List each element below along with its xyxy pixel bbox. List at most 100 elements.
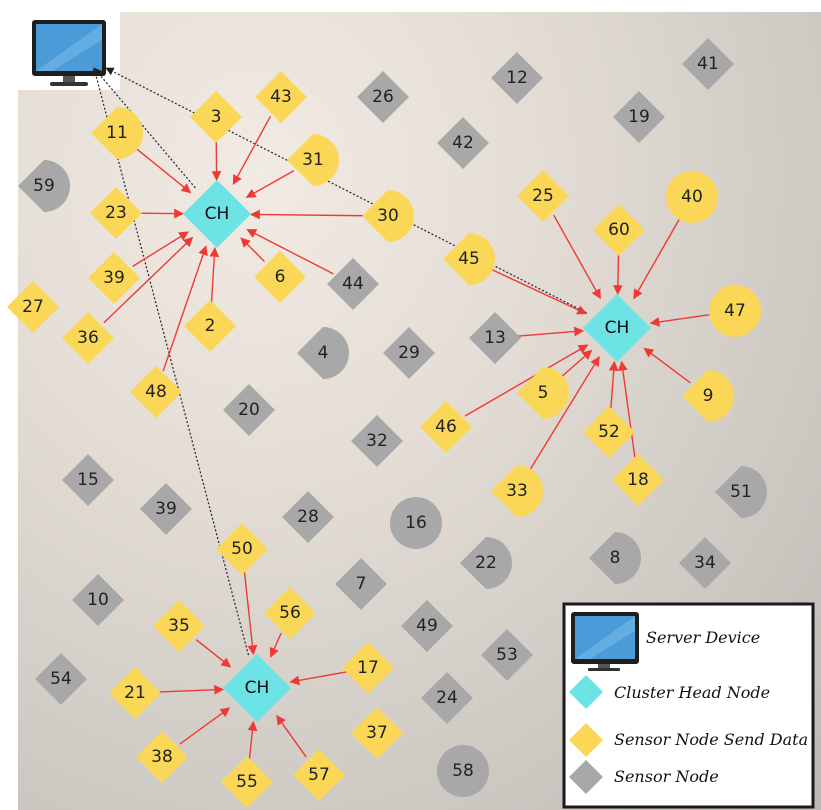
- node-label: 50: [231, 539, 253, 559]
- node-shape: [223, 384, 275, 436]
- node-shape: [589, 532, 641, 584]
- sensor-node-58: 58: [437, 745, 489, 797]
- node-label: 8: [610, 548, 621, 568]
- sending-node-17: 17: [342, 642, 394, 694]
- node-shape: [491, 52, 543, 104]
- node-shape: [357, 71, 409, 123]
- data-link-25: [553, 214, 601, 300]
- node-shape: [7, 281, 59, 333]
- node-shape: [491, 465, 543, 517]
- sending-node-37: 37: [351, 707, 403, 759]
- node-label: 37: [366, 723, 388, 743]
- node-label: 42: [452, 133, 474, 153]
- data-link-47: [649, 313, 714, 327]
- sensor-node-20: 20: [223, 384, 275, 436]
- cluster-head-shape: [183, 180, 251, 248]
- node-shape: [715, 466, 767, 518]
- node-label: 47: [724, 301, 746, 321]
- sending-node-21: 21: [109, 667, 161, 719]
- uplink-ch2: [105, 67, 587, 314]
- data-link-9: [643, 347, 691, 384]
- node-label: 45: [458, 249, 480, 269]
- server-device: [18, 12, 120, 90]
- node-shape: [216, 523, 268, 575]
- node-shape: [593, 204, 645, 256]
- node-label: 38: [151, 747, 173, 767]
- sending-node-9: 9: [682, 370, 734, 422]
- sensor-node-22: 22: [460, 537, 512, 589]
- node-shape: [264, 587, 316, 639]
- node-label: 2: [205, 316, 216, 336]
- node-circle: [390, 497, 442, 549]
- node-label: 21: [124, 683, 146, 703]
- sensor-node-15: 15: [62, 454, 114, 506]
- legend-monitor-icon: [568, 608, 640, 671]
- sensor-node-34: 34: [679, 537, 731, 589]
- node-label: 27: [22, 297, 44, 317]
- node-shape: [679, 537, 731, 589]
- node-label: 33: [506, 481, 528, 501]
- sensor-node-16: 16: [390, 497, 442, 549]
- node-shape: [184, 300, 236, 352]
- node-shape: [140, 483, 192, 535]
- sending-node-5: 5: [517, 367, 569, 419]
- node-shape: [351, 707, 403, 759]
- node-label: 51: [730, 482, 752, 502]
- data-link-60: [612, 251, 623, 295]
- data-link-56: [269, 632, 282, 658]
- node-shape: [682, 370, 734, 422]
- sending-node-36: 36: [62, 312, 114, 364]
- data-link-52: [608, 360, 619, 411]
- sensor-node-42: 42: [437, 117, 489, 169]
- sensor-node-12: 12: [491, 52, 543, 104]
- node-shape: [401, 600, 453, 652]
- node-shape: [62, 312, 114, 364]
- node-label: 41: [697, 54, 719, 74]
- node-label: 60: [608, 220, 630, 240]
- node-label: 54: [50, 669, 72, 689]
- sensor-node-10: 10: [72, 574, 124, 626]
- uplink-ch3: [91, 67, 250, 656]
- cluster-head-label: CH: [205, 204, 230, 224]
- node-label: 34: [694, 553, 716, 573]
- node-shape: [517, 170, 569, 222]
- data-link-50: [243, 570, 258, 656]
- node-shape: [443, 233, 495, 285]
- node-shape: [255, 71, 307, 123]
- node-label: 11: [106, 123, 128, 143]
- node-label: 23: [105, 203, 127, 223]
- data-link-2: [209, 246, 220, 305]
- node-label: 48: [145, 382, 167, 402]
- node-shape: [153, 600, 205, 652]
- node-label: 15: [77, 470, 99, 490]
- node-shape: [437, 117, 489, 169]
- node-label: 43: [270, 87, 292, 107]
- sensor-node-54: 54: [35, 653, 87, 705]
- node-shape: [612, 454, 664, 506]
- sending-node-23: 23: [90, 187, 142, 239]
- data-link-13: [516, 326, 585, 337]
- sensor-node-26: 26: [357, 71, 409, 123]
- sending-node-18: 18: [612, 454, 664, 506]
- sending-node-30: 30: [362, 190, 414, 242]
- node-label: 49: [416, 616, 438, 636]
- data-link-43: [232, 115, 272, 186]
- node-shape: [109, 667, 161, 719]
- node-shape: [460, 537, 512, 589]
- node-label: 56: [279, 603, 301, 623]
- node-label: 55: [236, 772, 258, 792]
- node-shape: [221, 756, 273, 808]
- node-shape: [91, 107, 143, 159]
- sending-node-33: 33: [491, 465, 543, 517]
- sending-node-40: 40: [666, 171, 718, 223]
- node-circle: [666, 171, 718, 223]
- sending-node-25: 25: [517, 170, 569, 222]
- sensor-node-53: 53: [481, 629, 533, 681]
- node-circle: [709, 285, 761, 337]
- node-shape: [287, 134, 339, 186]
- sensor-node-51: 51: [715, 466, 767, 518]
- node-shape: [583, 406, 635, 458]
- legend-sensor-send-label: Sensor Node Send Data: [614, 730, 808, 749]
- node-label: 17: [357, 658, 379, 678]
